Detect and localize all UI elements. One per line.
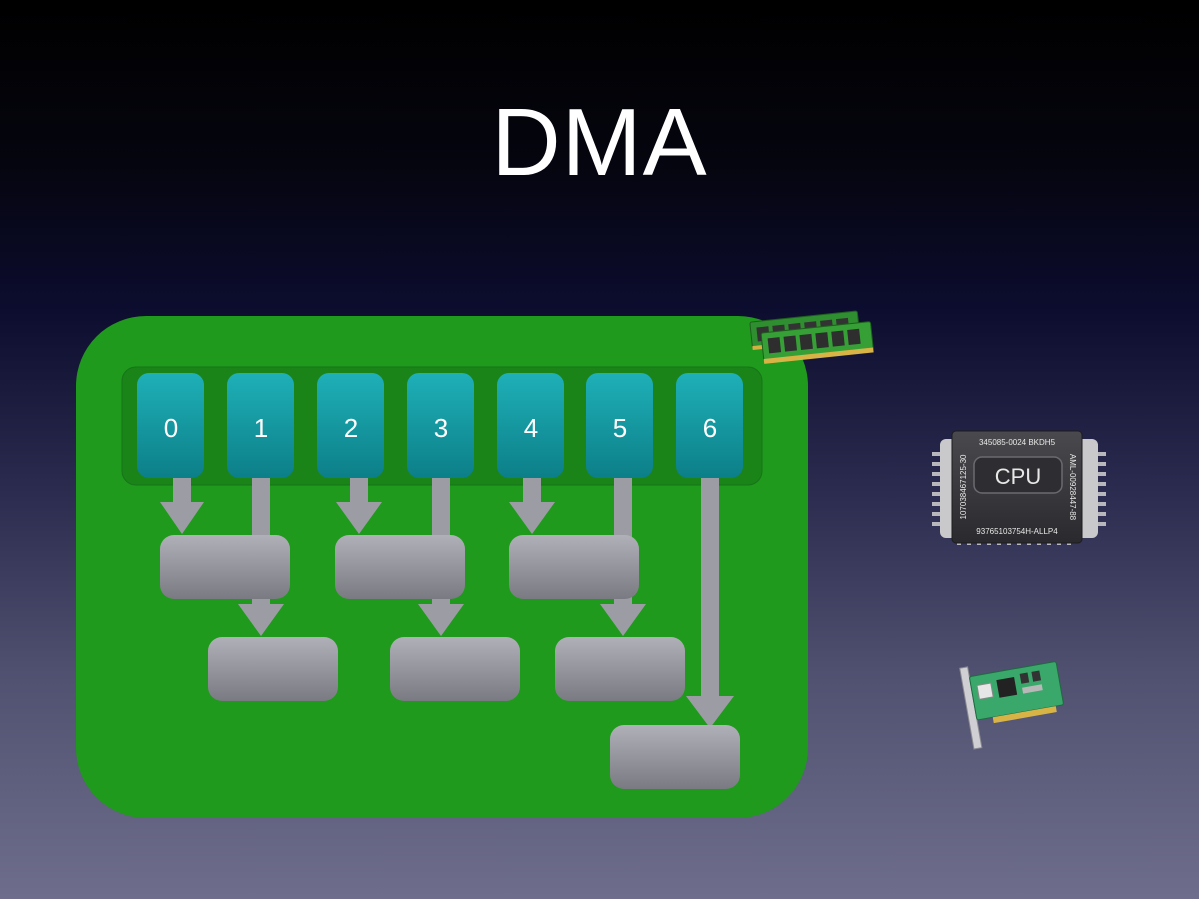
ring-slots: 0 1 2 3 4 5 6 (137, 373, 743, 478)
arrow (418, 604, 464, 636)
ring-slot-label: 4 (524, 413, 538, 443)
arrow (160, 502, 204, 534)
ring-slot-1: 1 (227, 373, 294, 478)
ring-slot-5: 5 (586, 373, 653, 478)
arrow (686, 696, 734, 728)
ring-slot-4: 4 (497, 373, 564, 478)
arrow (523, 478, 541, 502)
cpu-label: CPU (995, 464, 1041, 489)
packet-buffers (160, 535, 740, 789)
packet-buffer (335, 535, 465, 599)
packet-buffer (610, 725, 740, 789)
ring-slot-3: 3 (407, 373, 474, 478)
ring-slot-0: 0 (137, 373, 204, 478)
ram-modules-icon (749, 310, 874, 364)
ring-slot-label: 1 (254, 413, 268, 443)
ring-slot-2: 2 (317, 373, 384, 478)
ring-slot-label: 0 (164, 413, 178, 443)
cpu-top-code: 345085-0024 BKDH5 (979, 438, 1056, 447)
arrows (160, 478, 734, 728)
arrow (173, 478, 191, 502)
packet-buffer (390, 637, 520, 701)
arrow (600, 604, 646, 636)
cpu-right-code: AML-00928447-88 (1068, 454, 1077, 521)
packet-buffer (208, 637, 338, 701)
ring-slot-6: 6 (676, 373, 743, 478)
cpu-bottom-code: 93765103754H-ALLP4 (976, 527, 1058, 536)
ring-slot-label: 2 (344, 413, 358, 443)
ring-slot-label: 3 (434, 413, 448, 443)
arrow (509, 502, 555, 534)
slide-title: DMA (491, 89, 708, 196)
network-card-icon (959, 661, 1064, 750)
arrow (238, 604, 284, 636)
arrow (350, 478, 368, 502)
arrow (336, 502, 382, 534)
packet-buffer (555, 637, 685, 701)
packet-buffer (160, 535, 290, 599)
ring-slot-label: 6 (703, 413, 717, 443)
arrow (701, 478, 719, 696)
packet-buffer (509, 535, 639, 599)
cpu-chip-icon: 345085-0024 BKDH5 93765103754H-ALLP4 107… (932, 430, 1106, 545)
ring-slot-label: 5 (613, 413, 627, 443)
cpu-left-code: 107038467125-30 (959, 454, 968, 520)
